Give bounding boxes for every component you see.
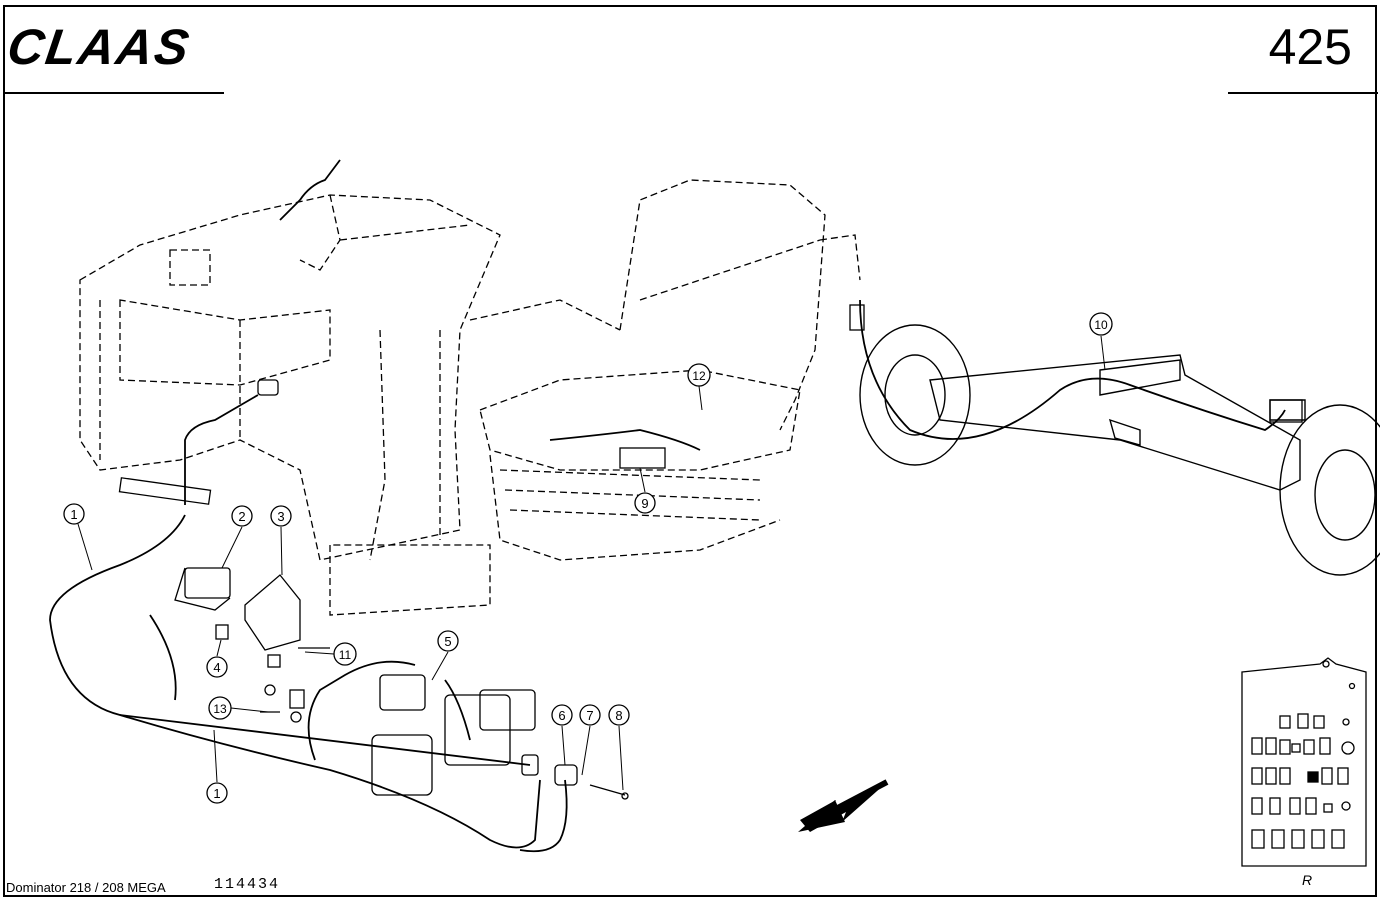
- callout-6: 6: [551, 704, 573, 726]
- callout-4: 4: [206, 656, 228, 678]
- direction-arrow-icon: [798, 779, 889, 832]
- fuse-panel-mark: R: [1302, 872, 1313, 888]
- callout-label: 1: [70, 507, 77, 522]
- callout-label: 10: [1094, 318, 1108, 332]
- seat-outline: [469, 179, 861, 561]
- callout-label: 5: [444, 634, 451, 649]
- callout-9: 9: [634, 492, 656, 514]
- page-frame: [3, 5, 1377, 897]
- callout-2: 2: [231, 505, 253, 527]
- brand-logo: CLAAS: [4, 19, 195, 75]
- callout-12: 12: [687, 363, 711, 387]
- component-parts: [118, 304, 1303, 800]
- callout-label: 13: [213, 702, 227, 716]
- callout-1a: 1: [63, 503, 85, 525]
- callout-label: 7: [586, 708, 593, 723]
- callout-3: 3: [270, 505, 292, 527]
- callout-leaders: [77, 335, 1106, 791]
- wiring-harness: [49, 159, 1286, 853]
- callout-label: 2: [238, 509, 245, 524]
- callout-11: 11: [333, 642, 357, 666]
- callout-13: 13: [208, 696, 232, 720]
- footer-code: 114434: [214, 876, 281, 893]
- rear-axle: [859, 324, 1380, 576]
- callout-label: 11: [339, 648, 352, 662]
- callout-label: 1: [213, 786, 220, 801]
- fuse-panel: [1241, 657, 1367, 867]
- callout-5: 5: [437, 630, 459, 652]
- callout-label: 12: [692, 369, 706, 383]
- callout-label: 9: [641, 496, 648, 511]
- page-number: 425: [1268, 19, 1352, 75]
- footer-model: Dominator 218 / 208 MEGA: [6, 880, 166, 895]
- callout-8: 8: [608, 704, 630, 726]
- cab-console-outline: [79, 194, 501, 616]
- header-rule-right: [1228, 92, 1378, 94]
- callout-1b: 1: [206, 782, 228, 804]
- callout-7: 7: [579, 704, 601, 726]
- callout-label: 3: [277, 509, 284, 524]
- header-rule-left: [4, 92, 224, 94]
- callout-label: 8: [615, 708, 622, 723]
- callout-label: 4: [213, 660, 220, 675]
- callout-10: 10: [1089, 312, 1113, 336]
- callout-label: 6: [558, 708, 565, 723]
